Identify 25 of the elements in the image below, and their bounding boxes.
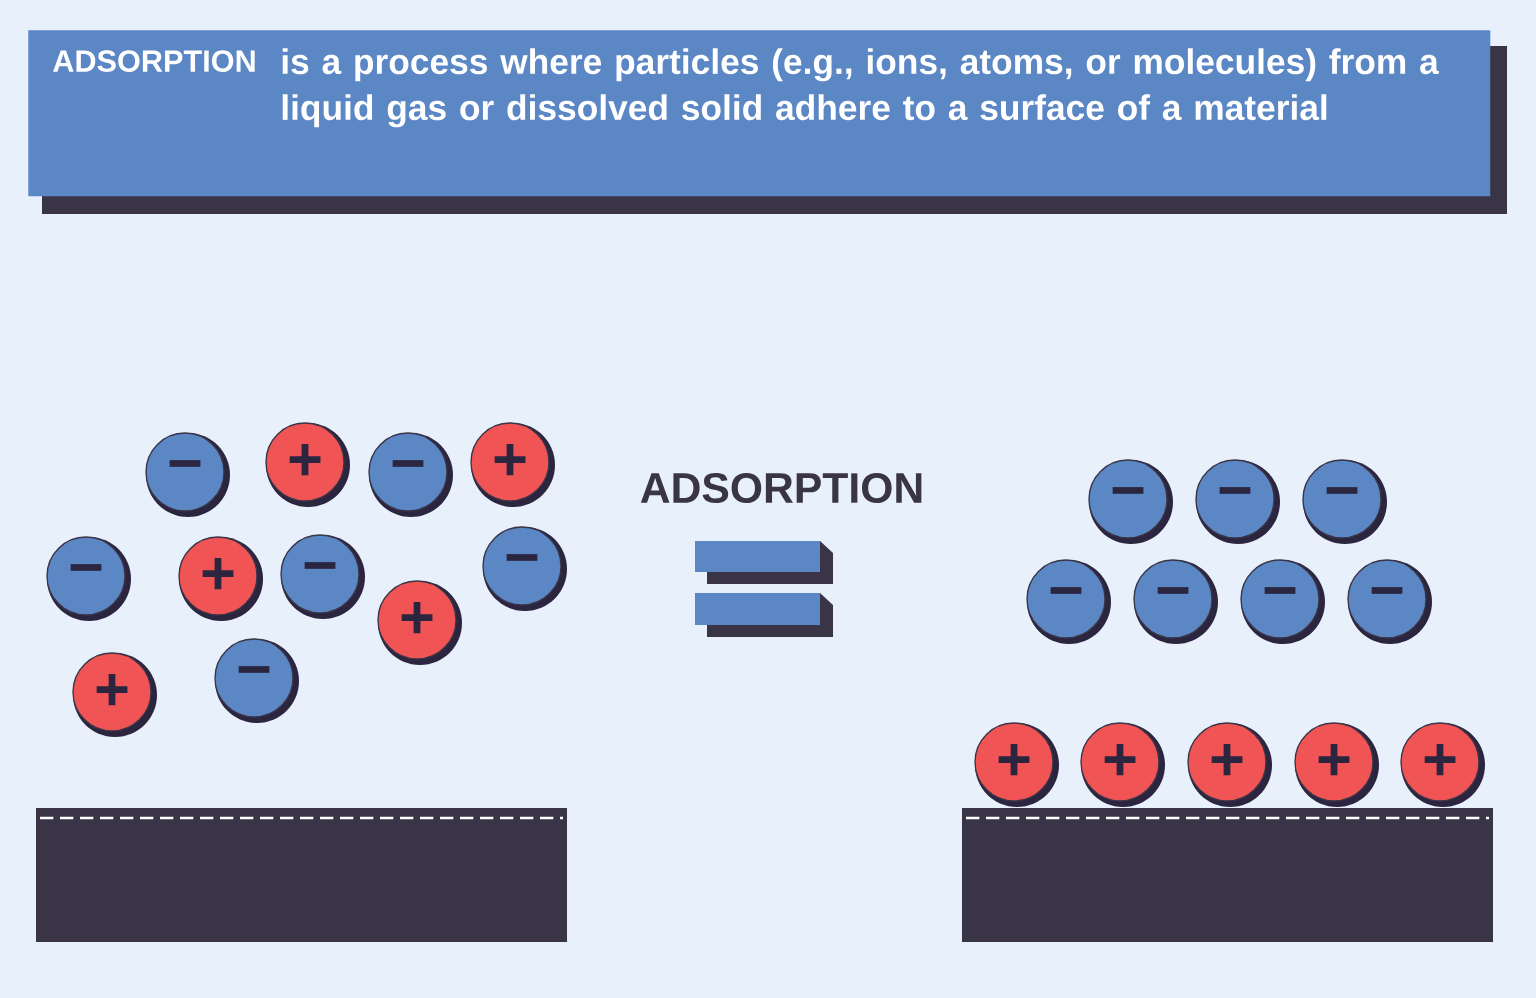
negative-ion: − bbox=[145, 432, 230, 517]
negative-ion: − bbox=[1302, 459, 1387, 544]
positive-ion: + bbox=[265, 422, 350, 507]
positive-ion: + bbox=[470, 422, 555, 507]
negative-ion: − bbox=[1240, 559, 1325, 644]
negative-ion: − bbox=[1026, 559, 1111, 644]
negative-ion: − bbox=[46, 536, 131, 621]
positive-ion: + bbox=[974, 722, 1059, 807]
negative-ion: − bbox=[482, 526, 567, 611]
negative-ion: − bbox=[280, 534, 365, 619]
negative-ion: − bbox=[368, 432, 453, 517]
process-label: ADSORPTION bbox=[640, 472, 922, 504]
negative-ion: − bbox=[1195, 459, 1280, 544]
positive-ion: + bbox=[377, 580, 462, 665]
negative-ion: − bbox=[1133, 559, 1218, 644]
negative-ion: − bbox=[1347, 559, 1432, 644]
positive-ion: + bbox=[1080, 722, 1165, 807]
positive-ion: + bbox=[1187, 722, 1272, 807]
negative-ion: − bbox=[1088, 459, 1173, 544]
positive-ion: + bbox=[178, 536, 263, 621]
positive-ion: + bbox=[1294, 722, 1379, 807]
negative-ion: − bbox=[214, 638, 299, 723]
positive-ion: + bbox=[72, 652, 157, 737]
definition-banner: ADSORPTION is a process where particles (e.g., ions, atoms, or molecules) from a liquid gas or dissolved solid adhere to a surface of a material bbox=[28, 30, 1507, 214]
positive-ion: + bbox=[1400, 722, 1485, 807]
